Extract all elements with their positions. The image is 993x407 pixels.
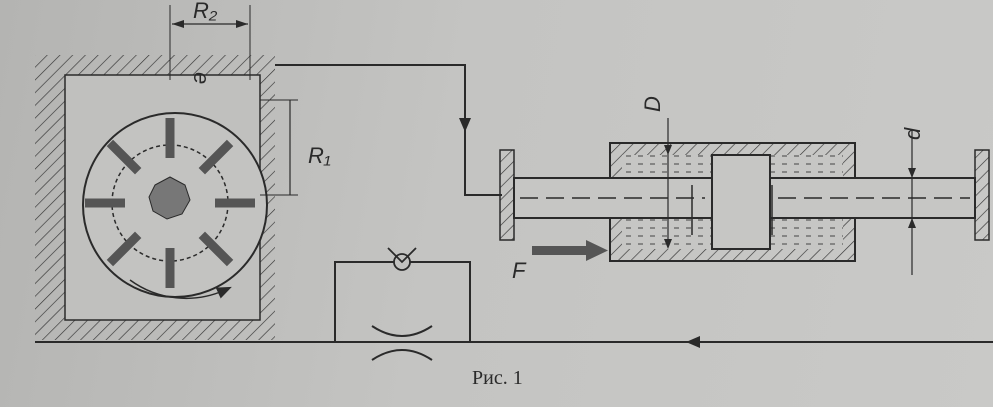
shaft	[148, 176, 191, 220]
check-valve-icon	[387, 247, 417, 271]
left-wall	[499, 149, 515, 241]
label-D: D	[640, 96, 665, 112]
flow-arrow-down-icon	[459, 118, 471, 132]
vanes	[85, 118, 255, 288]
throttle-icon	[371, 325, 433, 361]
vane	[106, 231, 142, 267]
bypass-line	[334, 261, 471, 342]
vane	[198, 231, 234, 267]
piston	[711, 154, 771, 250]
dimension-r1: R₁	[260, 99, 331, 196]
label-r2: R₂	[193, 0, 218, 23]
right-wall	[974, 149, 990, 241]
piston-rod	[513, 177, 976, 235]
flow-arrow-left-icon	[686, 336, 700, 348]
label-e: e	[189, 72, 214, 84]
vane	[106, 139, 142, 175]
label-F: F	[512, 258, 527, 283]
force-arrow-icon	[532, 246, 588, 255]
figure-caption: Рис. 1	[472, 367, 523, 389]
vane-pump	[35, 55, 275, 340]
vane	[198, 139, 234, 175]
label-r1: R₁	[308, 143, 331, 168]
dimension-r2: R₂ e	[169, 0, 251, 84]
label-d: d	[900, 127, 925, 140]
pressure-line	[275, 64, 502, 196]
